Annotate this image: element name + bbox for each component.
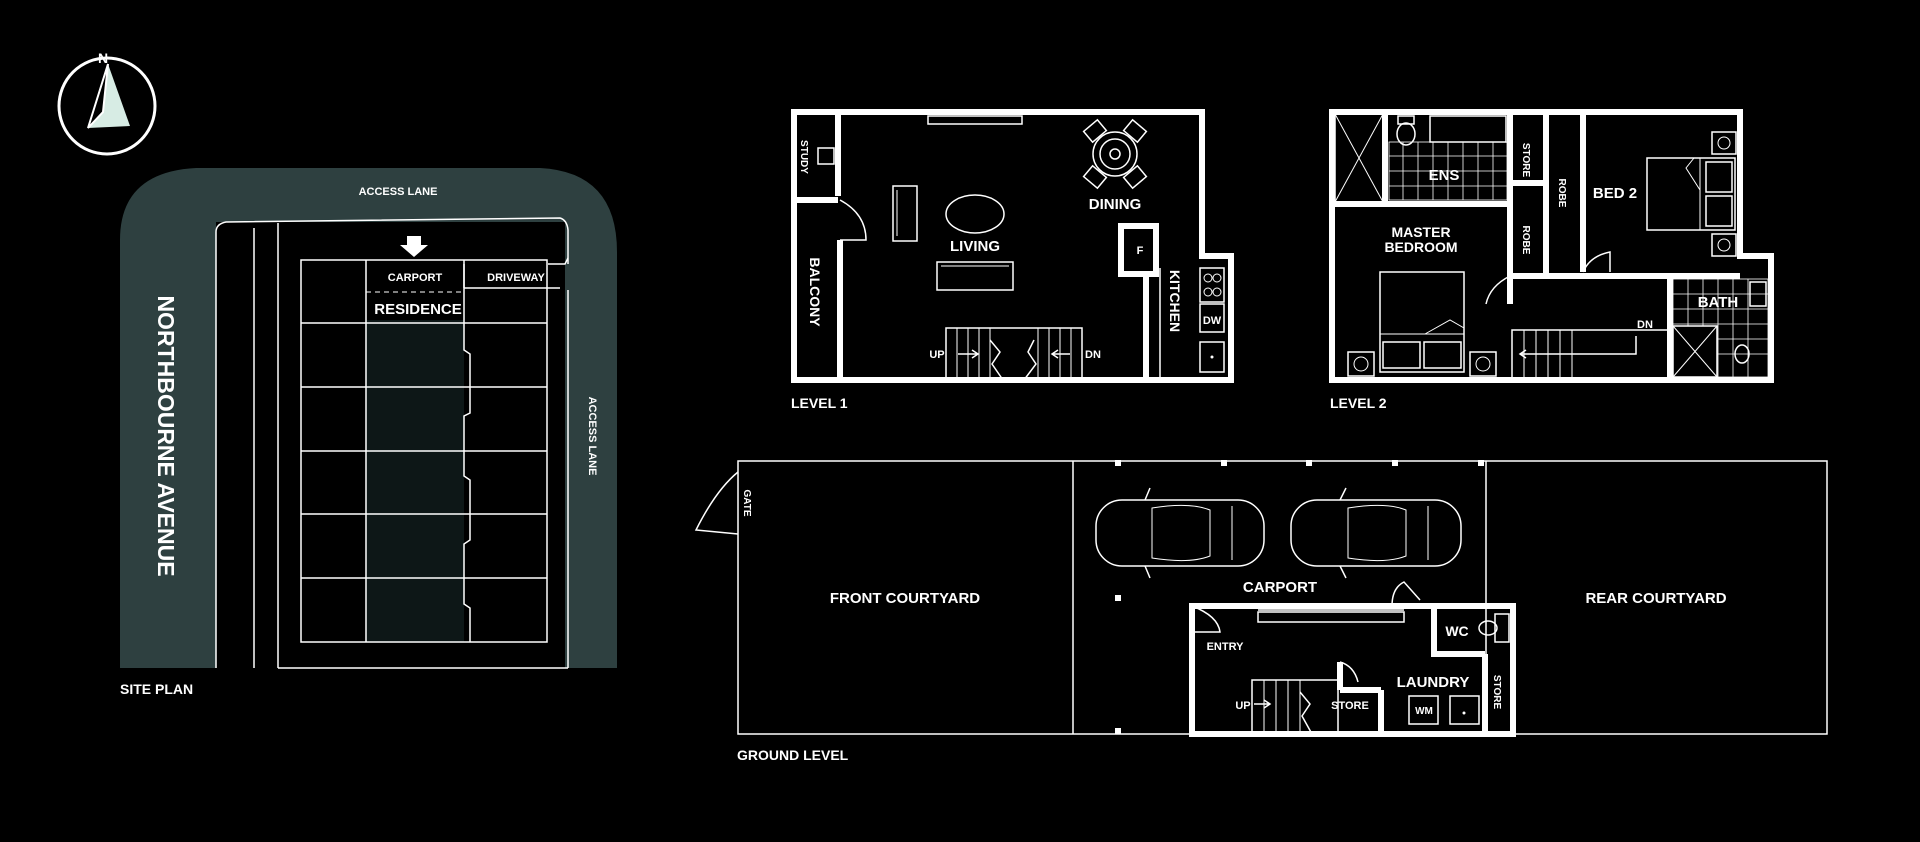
site-arrow-icon [400,236,428,257]
residence-column [366,320,464,642]
level1-living-label: LIVING [950,238,1000,255]
north-compass-icon: N [57,50,157,156]
site-residence-label: RESIDENCE [374,301,462,318]
level2-master-label-1: MASTER [1391,224,1450,240]
ground-up-label: UP [1235,700,1250,712]
level-2-plan: ENS STORE ROBE ROBE BED 2 MASTER BEDROOM… [1329,109,1774,411]
level2-ens-label: ENS [1429,167,1460,184]
site-street-label: NORTHBOURNE AVENUE [153,295,179,576]
site-plan-caption: SITE PLAN [120,681,193,697]
ground-store-label: STORE [1331,700,1369,712]
ground-level-plan: GATE FRONT COURTYARD CARPORT REAR COURTY… [694,460,1828,763]
ground-laundry-label: LAUNDRY [1397,674,1470,691]
ground-entry-label: ENTRY [1207,641,1245,653]
site-driveway-label: DRIVEWAY [487,272,545,284]
level2-bath-label: BATH [1698,294,1739,311]
level1-up-label: UP [929,349,944,361]
level2-caption: LEVEL 2 [1330,395,1387,411]
level2-robe-a-label: ROBE [1556,179,1567,208]
level1-caption: LEVEL 1 [791,395,848,411]
level1-fridge-label: F [1137,245,1144,257]
ground-front-label: FRONT COURTYARD [830,590,980,607]
ground-caption: GROUND LEVEL [737,747,849,763]
level2-master-label-2: BEDROOM [1384,239,1457,255]
car-1-icon [1095,487,1265,579]
site-plan: ACCESS LANE ACCESS LANE NORTHBOURNE AVEN… [120,168,617,697]
level1-dining-label: DINING [1089,196,1142,213]
compass-north-label: N [98,50,108,66]
ground-carport-label: CARPORT [1243,579,1317,596]
level1-study-label: STUDY [798,140,809,174]
level1-dw-label: DW [1203,315,1222,327]
site-lane-side-label: ACCESS LANE [586,397,598,476]
ground-store-side-label: STORE [1491,675,1502,710]
level1-kitchen-label: KITCHEN [1167,270,1183,332]
ground-rear-label: REAR COURTYARD [1585,590,1726,607]
level2-down-label: DN [1637,319,1653,331]
level2-bed2-label: BED 2 [1593,185,1637,202]
car-2-icon [1290,487,1462,579]
ground-gate-label: GATE [741,489,752,516]
level2-robe-b-label: ROBE [1520,226,1531,255]
level1-balcony-label: BALCONY [807,257,823,327]
level2-store-label: STORE [1520,143,1531,178]
ground-wm-label: WM [1415,706,1433,717]
level-1-plan: STUDY BALCONY LIVING DINING KITCHEN F DW… [791,109,1234,411]
ground-wc-label: WC [1445,623,1468,639]
level1-down-label: DN [1085,349,1101,361]
site-carport-label: CARPORT [388,272,443,284]
site-lane-top-label: ACCESS LANE [359,186,438,198]
